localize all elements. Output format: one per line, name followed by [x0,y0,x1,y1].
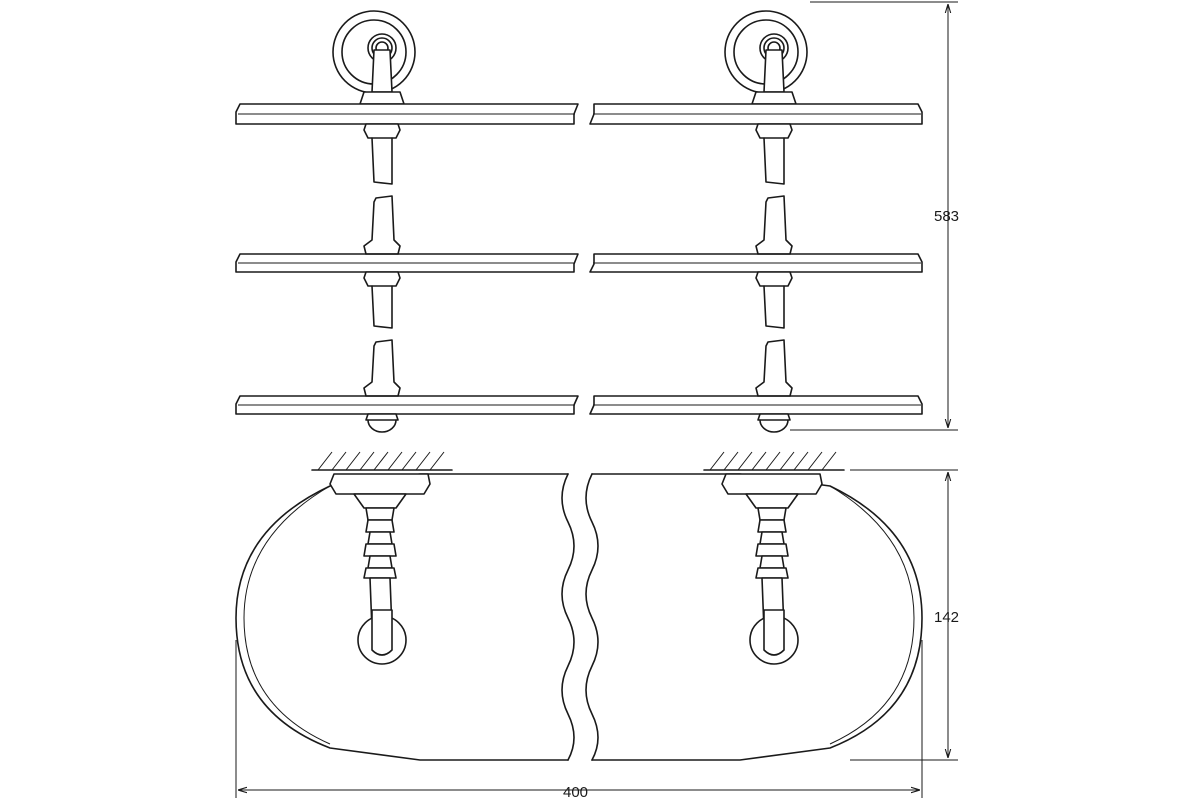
post-right [755,123,793,433]
dimension-400-label: 400 [563,784,588,800]
top-view: 142 400 [235,451,959,800]
bracket-right [721,473,823,665]
shelf-top [235,103,923,125]
dimension-height: 583 [790,1,959,431]
dimension-583-label: 583 [934,208,959,225]
dimension-depth: 142 [850,469,959,761]
shelf-middle [235,253,923,273]
front-view: 583 [235,1,959,433]
post-left [363,123,401,433]
dimension-width: 400 [235,640,923,800]
wall-mount-left [332,10,416,105]
wall-hatch-left [311,451,453,471]
wall-hatch-right [703,451,845,471]
bracket-left [329,473,431,665]
shelf-outline-top [235,473,923,761]
wall-mount-right [724,10,808,105]
dimension-142-label: 142 [934,609,959,626]
shelf-bottom [235,395,923,415]
